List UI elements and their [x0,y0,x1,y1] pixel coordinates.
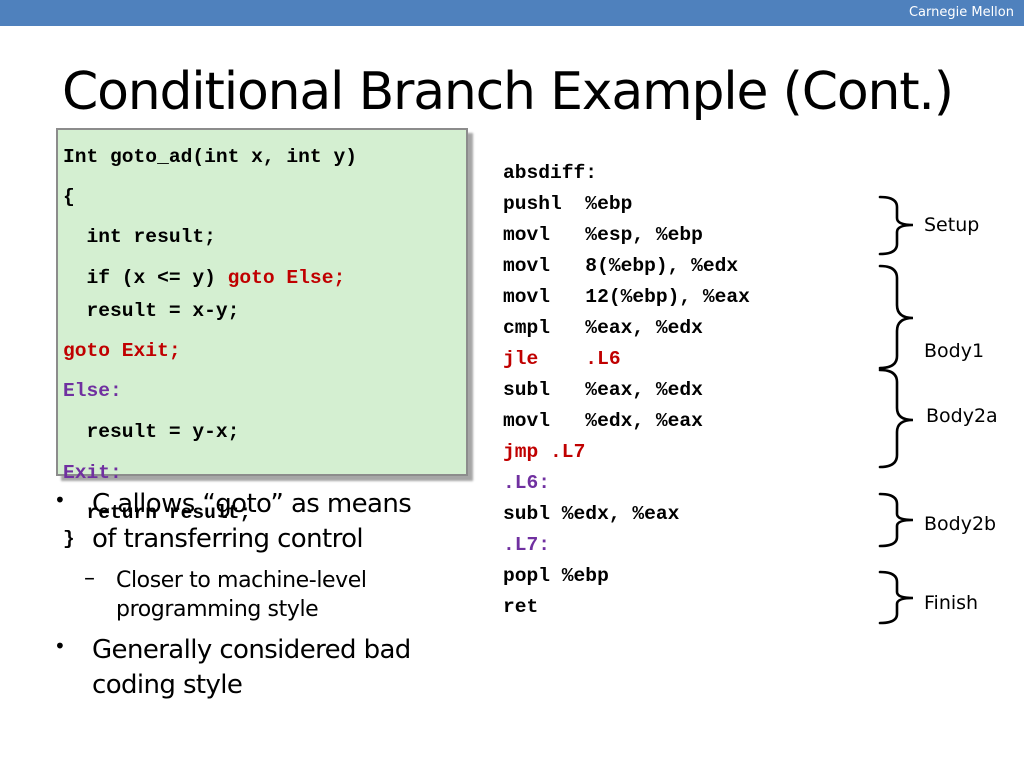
asm-jump-op: jmp [503,441,551,463]
asm-line: ret [503,596,539,618]
asm-line: cmpl %eax, %edx [503,317,703,339]
sub-bullet-dash: – [84,566,95,591]
c-code-box: Int goto_ad(int x, int y) { int result; … [56,128,468,549]
brace-body1 [878,264,914,370]
bullet-dot: • [54,488,66,512]
c-code-line: return result; [63,502,252,524]
asm-line: subl %eax, %edx [503,379,703,401]
c-label: Else: [63,380,122,402]
institution-label: Carnegie Mellon [908,5,1014,20]
bullet-text: Generally considered bad [92,635,411,665]
asm-jump-line: jle .L6 [503,348,621,370]
asm-line: movl %edx, %eax [503,410,703,432]
sub-bullet-text: programming style [116,597,319,622]
brace-finish [878,570,914,625]
section-label-body2b: Body2b [924,513,997,535]
bullet-dot: • [54,634,66,658]
c-code-line: Int goto_ad(int x, int y) [63,146,357,168]
goto-keyword: goto Else; [227,267,346,289]
c-code-line: } [63,528,75,550]
sub-bullet-text: Closer to machine-level [116,568,367,593]
c-code-line: if (x <= y) goto Else; [63,267,346,289]
section-label-finish: Finish [924,592,979,614]
asm-label: .L7: [503,534,551,556]
asm-line: absdiff: [503,162,598,184]
asm-line: pushl %ebp [503,193,633,215]
asm-jump-line: jmp .L7 [503,441,586,463]
bullet-text: C allows “goto” as means [92,489,412,519]
asm-label: .L6: [503,472,551,494]
section-label-setup: Setup [924,214,980,236]
c-code-line: { [63,186,75,208]
section-label-body1: Body1 [924,340,985,362]
bullet-text: of transferring control [92,524,364,554]
c-code-line: result = x-y; [63,300,240,322]
header-bar: Carnegie Mellon [0,0,1024,26]
goto-keyword: goto Exit; [63,340,181,362]
c-code-text: if (x <= y) [63,267,228,289]
slide-title: Conditional Branch Example (Cont.) [62,62,954,122]
asm-line: movl %esp, %ebp [503,224,703,246]
section-label-body2a: Body2a [926,405,998,427]
brace-body2b [878,492,914,548]
brace-body2a [878,368,914,469]
bullet-text: coding style [92,670,243,700]
c-code-line: result = y-x; [63,421,240,443]
asm-jump-target: .L7 [550,441,586,463]
brace-setup [878,195,914,256]
c-code-line: int result; [63,226,216,248]
c-label: Exit: [63,462,122,484]
asm-line: subl %edx, %eax [503,503,680,525]
asm-line: movl 8(%ebp), %edx [503,255,739,277]
asm-line: movl 12(%ebp), %eax [503,286,750,308]
asm-line: popl %ebp [503,565,609,587]
